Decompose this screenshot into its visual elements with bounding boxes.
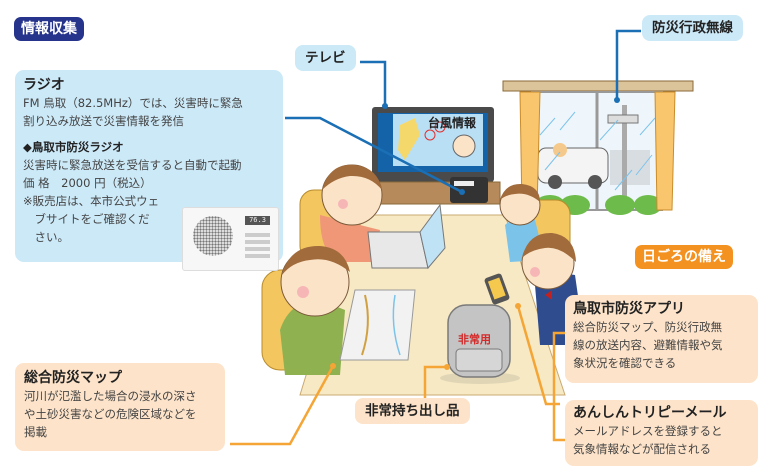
safety-mail-line: 気象情報などが配信される [573,442,711,456]
radio-note: ※販売店は、本市公式ウェ [23,194,160,208]
disaster-app-box: 鳥取市防災アプリ 総合防災マップ、防災行政無 線の放送内容、避難情報や気 象状況… [565,295,758,383]
hazard-map-line: や土砂災害などの危険区域などを [24,407,197,421]
speaker-grille [193,216,233,256]
section-tag-daily-preparation: 日ごろの備え [635,245,733,269]
radio-line: FM 鳥取（82.5MHz）では、災害時に緊急 [23,96,243,110]
emergency-kit-label: 非常持ち出し品 [355,398,470,424]
disaster-app-line: 線の放送内容、避難情報や気 [573,338,723,352]
disaster-app-line: 象状況を確認できる [573,356,677,370]
safety-mail-title: あんしんトリピーメール [573,405,727,421]
hazard-map-line: 掲載 [24,425,47,439]
disaster-app-title: 鳥取市防災アプリ [573,301,685,317]
radio-buttons [245,230,270,258]
disaster-radio-label: 防災行政無線 [642,15,743,41]
tv-screen-text: 台風情報 [428,115,477,130]
hazard-map-line: 河川が氾濫した場合の浸水の深さ [24,389,197,403]
section-tag-info-gathering: 情報収集 [14,17,84,41]
orange-connector-lines [230,305,570,446]
tv-label: テレビ [295,45,356,71]
disaster-radio-device-image: 76.3 [182,207,279,271]
blue-connector-lines [285,29,641,194]
radio-price: 価 格 2000 円（税込） [23,176,152,190]
safety-mail-box: あんしんトリピーメール メールアドレスを登録すると 気象情報などが配信される [565,400,758,466]
hazard-map-title: 総合防災マップ [24,370,122,386]
mother-illustration [320,164,383,262]
radio-info-box: ラジオ FM 鳥取（82.5MHz）では、災害時に緊急 割り込み放送で災害情報を… [15,70,283,262]
radio-sub-line: 災害時に緊急放送を受信すると自動で起動 [23,158,242,172]
father-illustration [280,245,350,375]
radio-display: 76.3 [245,216,270,225]
disaster-app-line: 総合防災マップ、防災行政無 [573,320,723,334]
window-illustration [502,80,694,215]
radio-note: ブサイトをご確認くだ [23,212,150,226]
backpack-text: 非常用 [458,332,491,346]
radio-note: さい。 [23,230,69,244]
safety-mail-line: メールアドレスを登録すると [573,424,723,438]
radio-line: 割り込み放送で災害情報を発信 [23,114,184,128]
emergency-backpack-illustration: 非常用 [440,304,520,384]
radio-title: ラジオ [23,77,65,93]
disaster-radio-subtitle: ◆鳥取市防災ラジオ [23,140,124,154]
hazard-map-box: 総合防災マップ 河川が氾濫した場合の浸水の深さ や土砂災害などの危険区域などを … [15,363,225,451]
